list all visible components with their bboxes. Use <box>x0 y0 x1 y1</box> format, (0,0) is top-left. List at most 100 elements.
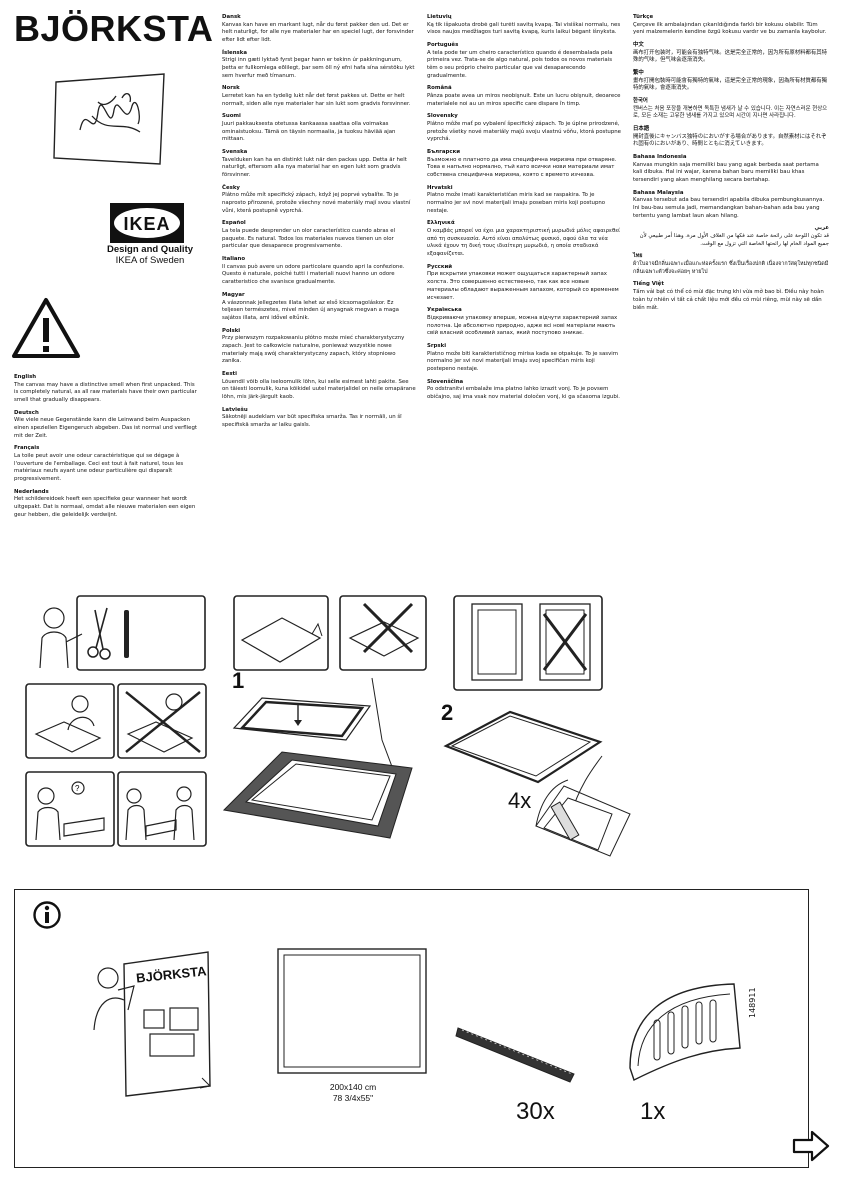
frame-illustration <box>277 948 427 1074</box>
warning-text: Platno može imati karakterističan miris … <box>427 192 606 214</box>
warning-language-heading: Русский <box>427 263 453 270</box>
warning-text: Plátno může mít specifický zápach, když … <box>222 192 411 214</box>
warning-language-heading: Български <box>427 149 461 156</box>
warning-text: Juuri pakkauksesta otetussa kankaassa sa… <box>222 121 396 143</box>
product-title: BJÖRKSTA <box>14 8 214 49</box>
corner-tool-illustration <box>629 983 741 1081</box>
warning-language-heading: Lietuvių <box>427 14 452 20</box>
warning-text: ผ้าใบอาจมีกลิ่นเฉพาะเมื่อแกะห่อครั้งแรก … <box>633 261 829 275</box>
warning-language-heading: Deutsch <box>14 409 39 416</box>
warning-language-heading: Dansk <box>222 14 241 20</box>
warning-text: 畫布打開包裝時可能會有獨特的氣味，這是完全正常的現象，因為所有材質都有獨特的氣味… <box>633 77 828 92</box>
warning-language-heading: Français <box>14 445 40 452</box>
warning-language-heading: Polski <box>222 327 241 334</box>
canvas-art-illustration <box>53 73 165 165</box>
dimensions-cm: 200x140 cm <box>329 1082 377 1092</box>
frame-dimensions: 200x140 cm 78 3/4x55" <box>300 1082 406 1103</box>
warning-language-heading: Bahasa Indonesia <box>633 154 687 161</box>
scissors-icon <box>87 607 111 660</box>
step1-canvas-panel <box>233 595 329 671</box>
dimensions-inches: 78 3/4x55" <box>332 1092 374 1103</box>
warning-text: Kanvas mungkin saja memiliki bau yang ag… <box>633 161 819 184</box>
warning-text: قد تكون اللوحة على رائحة خاصة عند فكها م… <box>639 233 829 247</box>
warning-language-heading: Suomi <box>222 113 241 120</box>
warning-language-heading: Română <box>427 85 452 92</box>
instruction-booklet-illustration <box>93 951 212 1097</box>
warning-text: Plátno môže mať po vybalení špecifický z… <box>427 121 622 143</box>
corner-count-label: 4x <box>508 788 532 813</box>
warning-text: Ką tik išpakuota drobė gali turėti savit… <box>427 21 621 36</box>
warning-text: При вскрытии упаковки может ощущаться ха… <box>427 271 619 301</box>
tool-count: 1x <box>640 1098 666 1125</box>
info-icon <box>33 901 61 929</box>
knife-icon <box>124 610 129 658</box>
ikea-logo: IKEA <box>110 203 184 243</box>
warning-text: Lõuendil võib olla iseloomulik lõhn, kui… <box>222 378 416 400</box>
step2-illustration <box>443 710 631 857</box>
warning-language-heading: Srpski <box>427 342 447 349</box>
warning-language-heading: Svenska <box>222 149 248 156</box>
warning-text: Strigi inn gæti lyktað fyrst þegar hann … <box>222 57 415 79</box>
rail-illustration <box>455 1027 575 1083</box>
warning-language-heading: عربي <box>814 225 829 232</box>
tagline-line1: Design and Quality <box>106 244 194 255</box>
rail-count: 30x <box>516 1098 555 1125</box>
warning-text: Pânza poate avea un miros neobişnuit. Es… <box>427 93 621 107</box>
warning-text: Platno može biti karakterističnog mirisa… <box>427 350 619 372</box>
tools-panel <box>39 595 206 671</box>
warning-text: Sākotnēji audeklam var būt specifiska sm… <box>222 414 402 428</box>
warning-text: Het schildereidoek heeft een specifieke … <box>14 496 196 518</box>
warning-language-heading: Magyar <box>222 291 245 298</box>
step-number-1: 1 <box>232 668 245 693</box>
warning-text: Wie viele neue Gegenstände kann die Lein… <box>14 417 198 439</box>
warning-text: Tấm vải bạt có thể có mùi đặc trưng khi … <box>633 289 824 311</box>
next-page-arrow-icon[interactable] <box>792 1130 830 1162</box>
step1-illustration <box>222 677 413 839</box>
brand-tagline: Design and Quality IKEA of Sweden <box>100 244 200 267</box>
warning-text: Відкриваючи упаковку вперше, можна відчу… <box>427 314 618 337</box>
warning-text: La toile peut avoir une odeur caractéris… <box>14 453 184 483</box>
warning-language-heading: Português <box>427 42 459 49</box>
warning-language-heading: Українська <box>427 307 462 314</box>
svg-text:?: ? <box>75 784 80 793</box>
step-number-2: 2 <box>441 700 454 725</box>
warning-text: The canvas may have a distinctive smell … <box>14 381 197 404</box>
warning-language-heading: Bahasa Malaysia <box>633 189 684 196</box>
warning-language-heading: English <box>14 374 37 380</box>
warning-language-heading: Türkçe <box>633 14 654 20</box>
warning-text: 캔버스는 처음 포장을 개봉하면 독특한 냄새가 날 수 있습니다. 이는 자연… <box>633 105 828 120</box>
warning-language-heading: Slovensky <box>427 113 458 120</box>
warning-text: Po odstranitvi embalaže ima platno lahko… <box>427 386 620 400</box>
warning-language-heading: Hrvatski <box>427 184 453 191</box>
warning-language-heading: Íslenska <box>222 49 247 56</box>
warning-language-heading: Ελληνικά <box>427 220 455 227</box>
step2-orientation-panel <box>453 595 603 691</box>
warning-text: Ο καμβάς μπορεί να έχει μια χαρακτηριστι… <box>427 228 620 258</box>
warning-text: 開封直後にキャンバス独特のにおいがする場合があります。自然素材にはそれぞれ固有の… <box>633 133 827 148</box>
warning-text: Kanvas kan have en markant lugt, når du … <box>222 21 414 44</box>
warning-text: Tavelduken kan ha en distinkt lukt när d… <box>222 156 407 179</box>
warning-text: A tela pode ter um cheiro característico… <box>427 49 613 79</box>
warning-language-heading: ไทย <box>633 253 643 260</box>
warning-language-heading: Nederlands <box>14 488 49 495</box>
warning-language-heading: Česky <box>222 184 240 191</box>
warning-text: 画布打开包装时，可能会有独特气味。这是完全正常的，因为所有原材料都有其特殊的气味… <box>633 49 828 64</box>
warning-text: Przy pierwszym rozpakowaniu płótno może … <box>222 335 405 365</box>
two-person-help-panel: ? <box>25 771 207 847</box>
tagline-line2: IKEA of Sweden <box>115 255 185 267</box>
warning-text: Kanvas tersebut ada bau tersendiri apabi… <box>633 197 825 219</box>
warning-language-heading: Slovenščina <box>427 378 464 385</box>
warning-language-heading: Eesti <box>222 370 237 377</box>
warning-text: Lerretet kan ha en tydelig lukt når det … <box>222 93 411 107</box>
warning-text: La tela puede desprender un olor caracte… <box>222 228 396 250</box>
assembly-on-floor-panel <box>25 683 207 759</box>
warning-language-heading: 繁中 <box>633 70 644 77</box>
part-number: 148911 <box>748 987 757 1018</box>
warning-language-heading: Italiano <box>222 256 246 263</box>
warning-language-heading: Norsk <box>222 85 240 92</box>
info-box <box>14 889 809 1168</box>
